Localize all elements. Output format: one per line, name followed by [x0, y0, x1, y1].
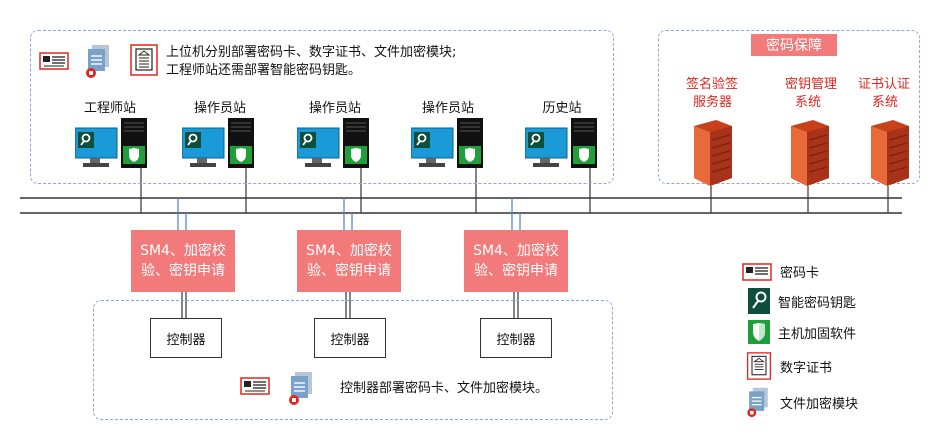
- workstation-computer-icon: [182, 118, 262, 170]
- server-label-line1: 签名验签: [686, 77, 739, 92]
- top-note-line1: 上位机分别部署密码卡、数字证书、文件加密模块;: [166, 45, 457, 60]
- station-label: 操作员站: [193, 101, 246, 116]
- password-card-icon: [240, 377, 270, 395]
- server-label-line2: 系统: [872, 95, 899, 110]
- server-rack-icon: [690, 116, 736, 188]
- server-label-line2: 系统: [795, 95, 822, 110]
- security-services-group: [658, 30, 920, 184]
- workstation-computer-icon: [525, 118, 605, 170]
- workstation-computer-icon: [75, 118, 155, 170]
- legend-label: 密码卡: [780, 266, 820, 281]
- station-label: 历史站: [542, 101, 582, 116]
- server-label-line1: 证书认证: [858, 77, 911, 92]
- gateway-line1: SM4、加密校: [140, 243, 226, 259]
- file-encryption-icon: [83, 43, 113, 79]
- legend-label: 文件加密模块: [780, 396, 859, 412]
- legend-label: 主机加固软件: [778, 326, 857, 342]
- password-card-icon: [39, 52, 69, 70]
- smart-key-icon: [748, 288, 770, 314]
- digital-certificate-icon: [746, 352, 772, 380]
- legend-smart-key: 智能密码钥匙: [748, 288, 856, 314]
- station-label: 操作员站: [308, 101, 361, 116]
- controller-box: 控制器: [480, 318, 552, 358]
- gateway-line1: SM4、加密校: [306, 243, 392, 259]
- controller-box: 控制器: [314, 318, 386, 358]
- encryption-gateway: SM4、加密校 验、密钥申请: [297, 230, 401, 292]
- password-card-icon: [742, 262, 772, 281]
- gateway-line2: 验、密钥申请: [474, 263, 558, 279]
- bottom-note: 控制器部署密码卡、文件加密模块。: [340, 381, 549, 396]
- workstation-computer-icon: [297, 118, 377, 170]
- station-label: 工程师站: [83, 101, 136, 116]
- server-label-line2: 服务器: [693, 95, 733, 110]
- station-label: 操作员站: [421, 101, 474, 116]
- encryption-gateway: SM4、加密校 验、密钥申请: [464, 230, 568, 292]
- gateway-line2: 验、密钥申请: [307, 263, 391, 279]
- controller-group: [93, 300, 613, 420]
- legend-host-hardening: 主机加固软件: [748, 320, 856, 344]
- legend-password-card: 密码卡: [742, 262, 819, 281]
- legend-file-encryption: 文件加密模块: [744, 386, 858, 418]
- legend-digital-cert: 数字证书: [746, 352, 832, 380]
- legend-label: 智能密码钥匙: [778, 295, 857, 311]
- encryption-gateway: SM4、加密校 验、密钥申请: [131, 230, 235, 292]
- shield-icon: [748, 320, 770, 344]
- gateway-line1: SM4、加密校: [473, 243, 559, 259]
- gateway-line2: 验、密钥申请: [141, 263, 225, 279]
- file-encryption-icon: [286, 370, 316, 406]
- file-encryption-icon: [747, 387, 768, 418]
- digital-certificate-icon: [130, 44, 158, 76]
- upper-stations-group: [30, 30, 614, 184]
- workstation-computer-icon: [411, 118, 491, 170]
- server-rack-icon: [867, 116, 913, 188]
- server-label-line1: 密钥管理: [785, 77, 838, 92]
- server-rack-icon: [787, 116, 833, 188]
- top-note-line2: 工程师站还需部署智能密码钥匙。: [166, 63, 362, 78]
- legend-label: 数字证书: [780, 360, 833, 376]
- controller-box: 控制器: [150, 318, 222, 358]
- security-group-title: 密码保障: [751, 34, 837, 56]
